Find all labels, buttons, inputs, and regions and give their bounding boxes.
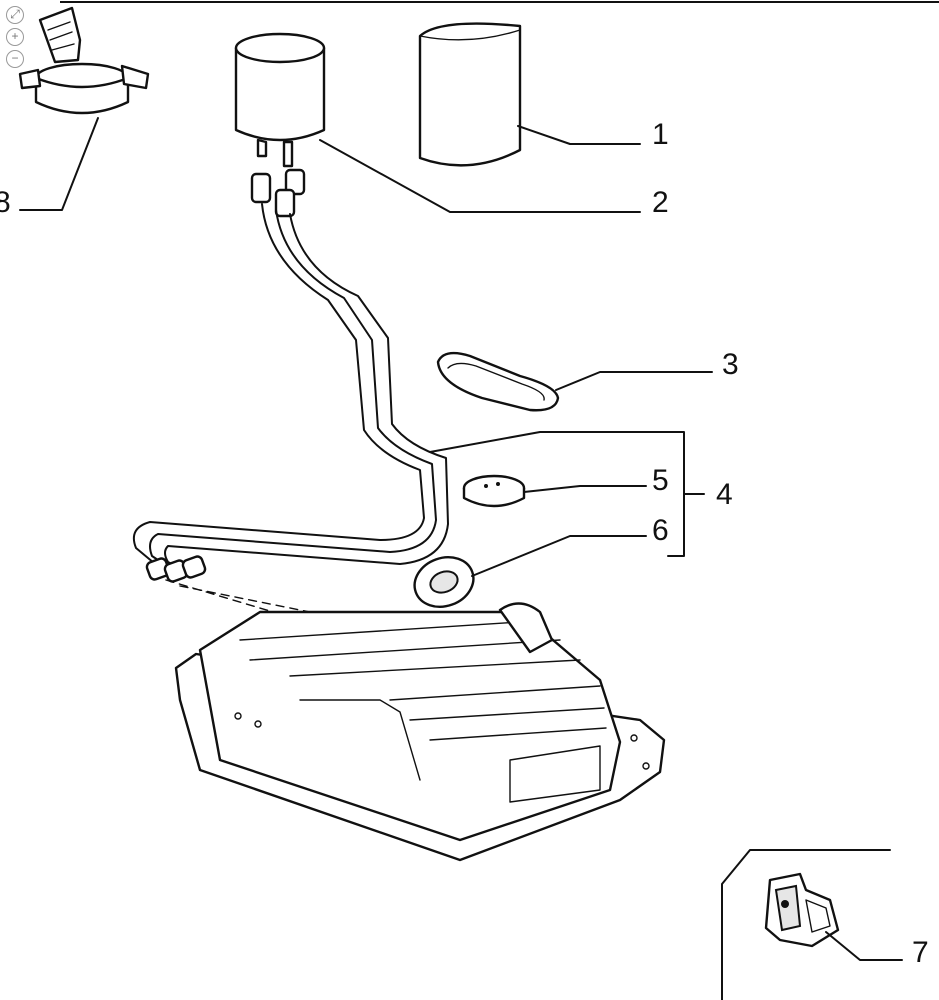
callout-8: 8 xyxy=(0,186,11,219)
callout-2: 2 xyxy=(652,186,669,219)
fuel-tank[interactable] xyxy=(174,602,666,862)
callout-3: 3 xyxy=(722,348,739,381)
part-7-clip[interactable] xyxy=(764,872,840,948)
callout-7: 7 xyxy=(912,936,929,969)
zoom-in-icon[interactable]: + xyxy=(6,28,24,46)
viewer-controls: ⤢ + − xyxy=(6,6,28,72)
callout-4: 4 xyxy=(716,478,733,511)
zoom-out-icon[interactable]: − xyxy=(6,50,24,68)
leader-6 xyxy=(471,535,647,577)
part-3-gasket[interactable] xyxy=(436,351,560,412)
leader-8 xyxy=(19,117,99,211)
callout-5: 5 xyxy=(652,464,669,497)
part-8-clamp[interactable] xyxy=(18,6,150,115)
leader-2 xyxy=(319,139,641,213)
leader-5 xyxy=(523,485,647,493)
part-4-fuel-pipes[interactable] xyxy=(132,203,449,621)
part-2-fuel-filter[interactable] xyxy=(234,32,326,218)
detail-box-7 xyxy=(721,849,891,1000)
fullscreen-icon[interactable]: ⤢ xyxy=(6,6,24,24)
callout-1: 1 xyxy=(652,118,669,151)
leader-7 xyxy=(825,931,903,961)
leader-3 xyxy=(555,371,713,391)
leader-1 xyxy=(517,125,641,145)
callout-6: 6 xyxy=(652,514,669,547)
part-1-filter-cover[interactable] xyxy=(418,22,522,167)
part-5-grommet[interactable] xyxy=(462,474,526,508)
part-6-seal-ring[interactable] xyxy=(408,549,481,615)
leader-4-bracket xyxy=(429,431,685,557)
